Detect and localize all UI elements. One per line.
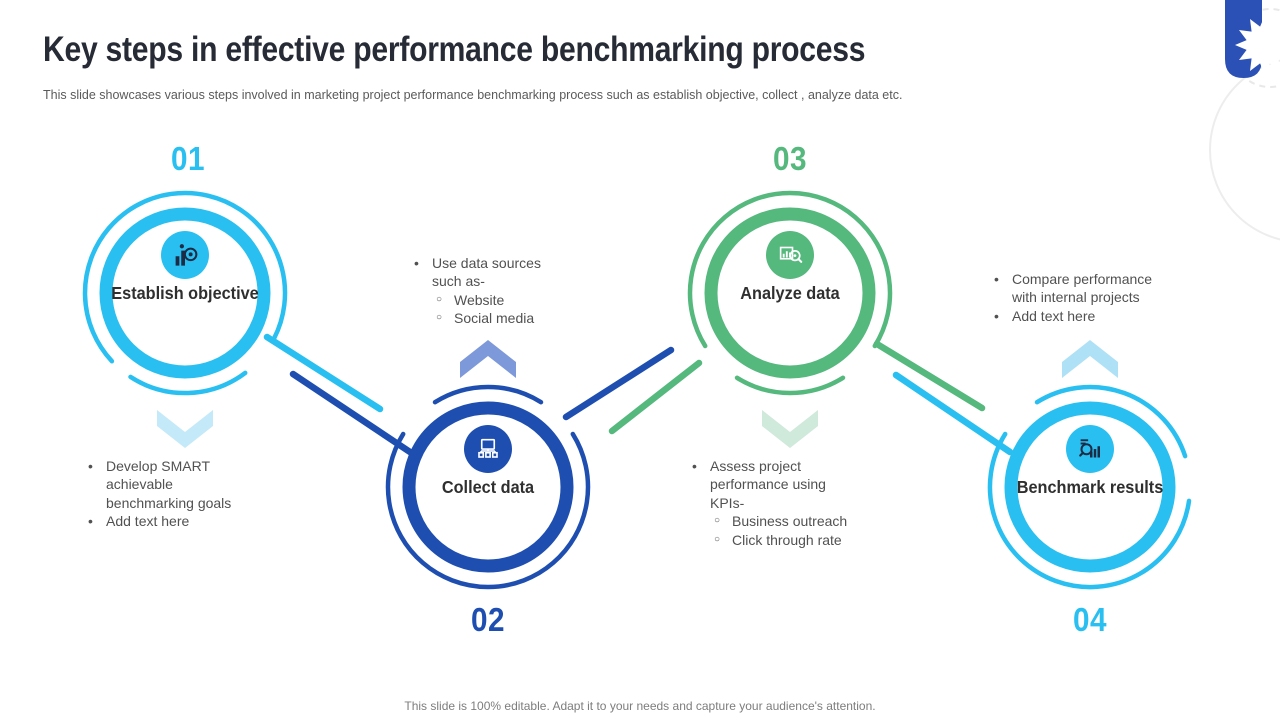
gear-outline-icon (1209, 59, 1280, 241)
list-item: Social media (436, 309, 564, 327)
magnifier-bar-chart-icon (1066, 425, 1114, 473)
step-number-04: 04 (1073, 601, 1107, 638)
page-subtitle: This slide showcases various steps invol… (43, 88, 903, 102)
step-number-03: 03 (773, 140, 807, 177)
bullet-list-step-1: Develop SMART achievable benchmarking go… (88, 457, 253, 531)
list-item: Website (436, 291, 564, 309)
magnifier-ring (82, 190, 288, 396)
step-number-02: 02 (471, 601, 505, 638)
target-bar-chart-icon (161, 231, 209, 279)
step-label: Benchmark results (1016, 477, 1164, 497)
step-circle-collect-data: Collect data (378, 377, 598, 597)
step-number-01: 01 (171, 140, 205, 177)
step-label: Establish objective (111, 283, 259, 303)
list-item: Use data sources such as- (414, 254, 564, 291)
chevron-up-icon (460, 340, 516, 378)
chevron-down-icon (157, 410, 213, 448)
step-label: Analyze data (740, 283, 840, 303)
bullet-list-step-3: Assess project performance using KPIs- B… (692, 457, 857, 549)
gear-icon (1235, 15, 1280, 75)
list-item: Business outreach (714, 512, 857, 530)
chevron-up-icon (1062, 340, 1118, 378)
list-item: Compare performance with internal projec… (994, 270, 1172, 307)
list-item: Develop SMART achievable benchmarking go… (88, 457, 253, 512)
bullet-list-step-4: Compare performance with internal projec… (994, 270, 1172, 325)
chevron-down-icon (762, 410, 818, 448)
page-title: Key steps in effective performance bench… (43, 30, 866, 69)
step-circle-establish-objective: Establish objective (75, 183, 295, 403)
network-monitor-icon (464, 425, 512, 473)
brand-logo (1209, 0, 1280, 241)
magnifier-ring (687, 190, 893, 396)
list-item: Add text here (88, 512, 253, 530)
step-label: Collect data (441, 477, 535, 497)
list-item: Add text here (994, 307, 1172, 325)
bullet-list-step-2: Use data sources such as- Website Social… (414, 254, 564, 328)
list-item: Click through rate (714, 531, 857, 549)
magnifier-ring (385, 384, 591, 590)
chart-magnifier-icon (766, 231, 814, 279)
footer-note: This slide is 100% editable. Adapt it to… (404, 699, 876, 713)
step-circle-benchmark-results: Benchmark results (980, 377, 1200, 597)
step-circle-analyze-data: Analyze data (680, 183, 900, 403)
magnifier-ring (987, 384, 1192, 590)
list-item: Assess project performance using KPIs- (692, 457, 857, 512)
